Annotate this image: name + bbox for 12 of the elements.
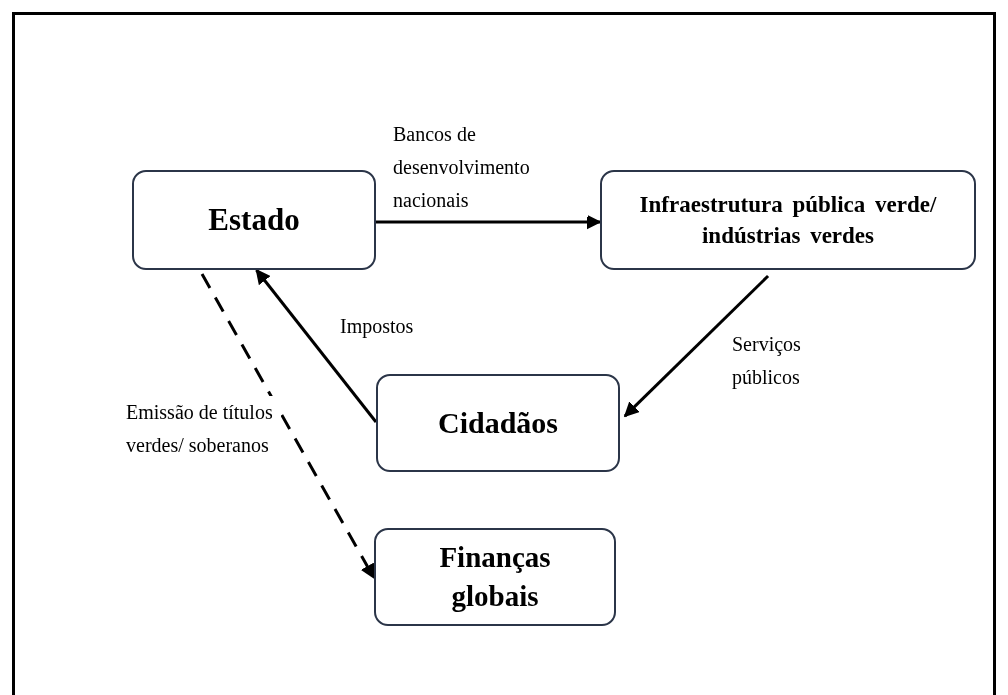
arrow bbox=[623, 274, 770, 418]
box-title: Finanças globais bbox=[438, 539, 552, 614]
process-box bbox=[132, 170, 376, 270]
box-title: Cidadãos bbox=[437, 404, 558, 441]
arrow bbox=[376, 214, 602, 230]
process-box bbox=[376, 374, 620, 472]
box-title: Infraestrutura pública verde/ indústrias verdes bbox=[638, 190, 938, 250]
arrow bbox=[255, 268, 378, 423]
arrow bbox=[200, 273, 376, 580]
process-box bbox=[600, 170, 976, 270]
box-title: Estado bbox=[208, 201, 300, 240]
process-box bbox=[374, 528, 616, 626]
